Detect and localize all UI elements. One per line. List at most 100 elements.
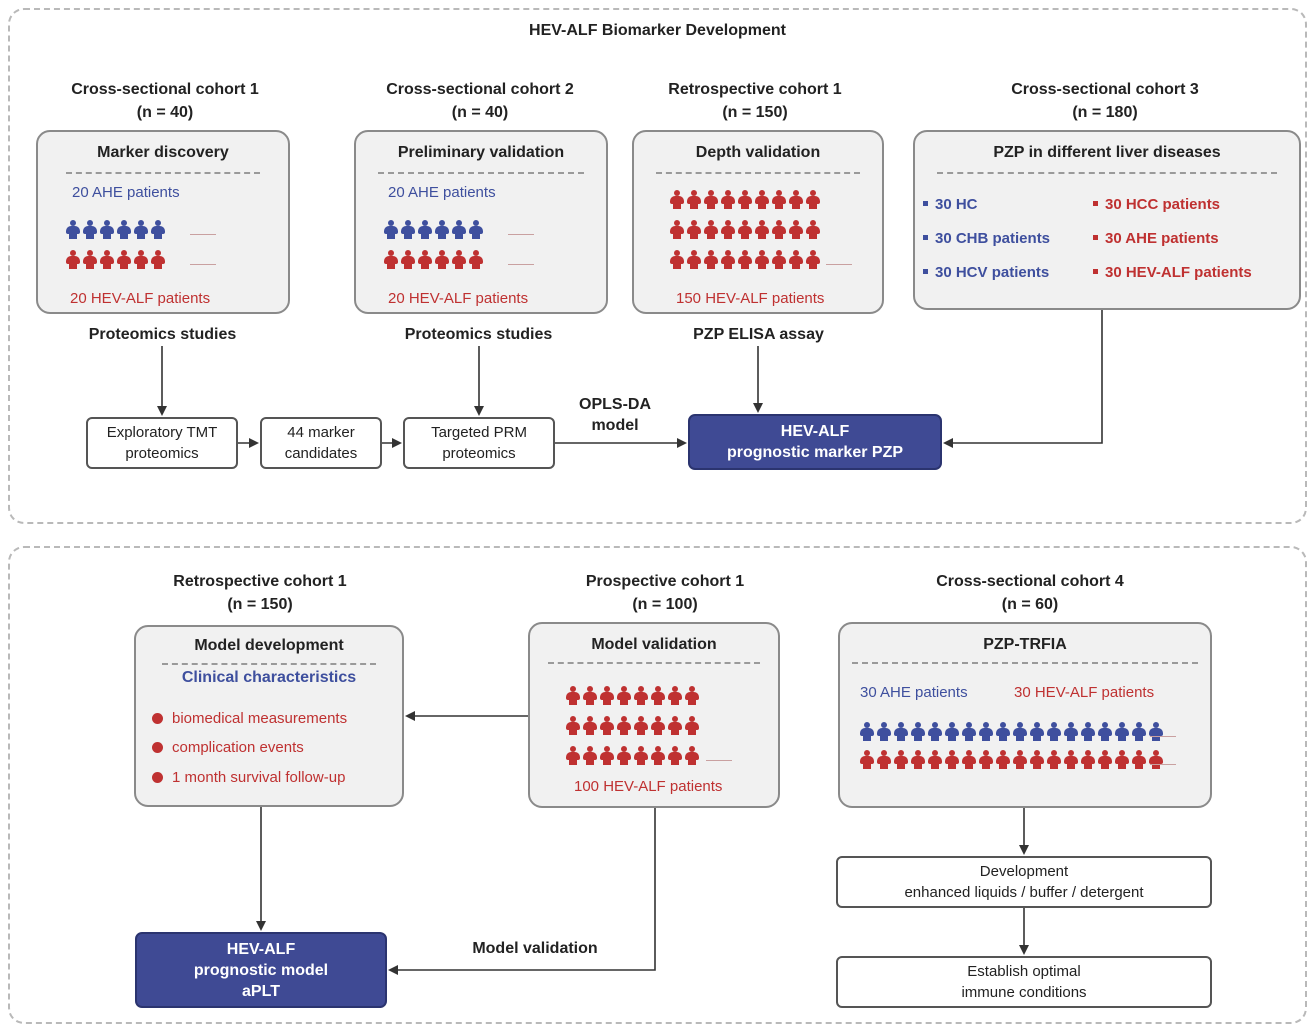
group-chb: 30 CHB patients [923, 230, 1050, 247]
person-icon [670, 250, 684, 269]
person-icon [600, 686, 614, 705]
person-icon [1064, 750, 1078, 769]
cohort-heading-rc1: Retrospective cohort 1 (n = 150) [610, 78, 900, 124]
elisa-assay-label: PZP ELISA assay [693, 326, 824, 343]
card-title: Model validation [591, 636, 717, 653]
person-icon [1098, 750, 1112, 769]
marker-discovery-card: Marker discovery 20 AHE patients 20 HEV-… [36, 130, 290, 314]
person-icon [634, 716, 648, 735]
proteomics-studies-label-2: Proteomics studies [404, 326, 553, 343]
person-icon [117, 220, 131, 239]
group-tick [826, 264, 852, 265]
group-label: 30 HEV-ALF patients [1105, 264, 1252, 281]
box-text: Targeted PRM proteomics [431, 424, 527, 462]
person-icon [617, 746, 631, 765]
hev-alf-patients-label: 20 HEV-ALF patients [70, 290, 211, 307]
person-icon [566, 716, 580, 735]
person-icon [100, 220, 114, 239]
box-text: 44 marker candidates [284, 424, 358, 462]
person-icon [134, 220, 148, 239]
card-title: PZP-TRFIA [983, 636, 1067, 653]
person-icon [452, 220, 466, 239]
person-icon [1098, 722, 1112, 741]
person-icon [789, 190, 803, 209]
person-icon [670, 190, 684, 209]
hev-alf-patients-label: 30 HEV-ALF patients [1014, 684, 1155, 701]
person-icon [979, 750, 993, 769]
card-title: Depth validation [695, 144, 821, 161]
person-icon [651, 686, 665, 705]
cohort-size: (n = 40) [136, 104, 194, 121]
ahe-patient-icons [384, 220, 486, 239]
box-text: enhanced liquids / buffer / detergent [904, 884, 1144, 901]
card-title: Preliminary validation [397, 144, 565, 161]
hev-alf-patient-icons [384, 250, 486, 269]
hev-alf-patients-label: 100 HEV-ALF patients [574, 778, 723, 795]
person-icon [151, 220, 165, 239]
person-icon [738, 250, 752, 269]
person-icon [134, 250, 148, 269]
arrow-cohort3-to-pzp [943, 310, 1103, 448]
box-text: Development [979, 863, 1069, 880]
card-title: PZP in different liver diseases [993, 144, 1221, 161]
person-icon [634, 686, 648, 705]
person-icon [979, 722, 993, 741]
person-icon [66, 250, 80, 269]
person-icon [928, 722, 942, 741]
cohort-heading-cs3: Cross-sectional cohort 3 (n = 180) [955, 78, 1255, 124]
cohort-heading-pc1: Prospective cohort 1 (n = 100) [530, 570, 800, 616]
pzp-trfia-card: PZP-TRFIA 30 AHE patients 30 HEV-ALF pat… [838, 622, 1212, 808]
person-icon [1115, 722, 1129, 741]
cohort-name: Cross-sectional cohort 1 [71, 81, 259, 98]
person-icon [1047, 722, 1061, 741]
hev-alf-patient-icons [670, 220, 823, 239]
person-icon [962, 750, 976, 769]
box-text: immune conditions [961, 984, 1087, 1001]
cohort-heading-rc1-bottom: Retrospective cohort 1 (n = 150) [120, 570, 400, 616]
group-label: 30 HC [935, 196, 978, 213]
person-icon [566, 686, 580, 705]
card-divider [656, 172, 860, 174]
person-icon [469, 220, 483, 239]
cohort-size: (n = 100) [632, 596, 698, 613]
survival-follow-up-item: 1 month survival follow-up [152, 769, 345, 786]
person-icon [806, 190, 820, 209]
person-icon [1149, 722, 1163, 741]
person-icon [1064, 722, 1078, 741]
person-icon [755, 220, 769, 239]
group-label: 30 HCC patients [1105, 196, 1221, 213]
person-icon [806, 250, 820, 269]
group-hcc: 30 HCC patients [1093, 196, 1220, 213]
person-icon [1132, 722, 1146, 741]
person-icon [704, 250, 718, 269]
hev-alf-patient-icons [566, 746, 702, 765]
person-icon [860, 750, 874, 769]
person-icon [583, 746, 597, 765]
card-divider [66, 172, 260, 174]
person-icon [738, 190, 752, 209]
establish-conditions-box: Establish optimal immune conditions [836, 956, 1212, 1008]
card-divider [162, 663, 376, 665]
person-icon [670, 220, 684, 239]
person-icon [738, 220, 752, 239]
person-icon [1149, 750, 1163, 769]
prognostic-marker-pzp-box: HEV-ALF prognostic marker PZP [688, 414, 942, 470]
box-text: Exploratory TMT proteomics [106, 424, 218, 462]
person-icon [877, 750, 891, 769]
hev-alf-patient-icons [566, 686, 702, 705]
group-label: 30 CHB patients [935, 230, 1051, 247]
hev-alf-patients-label: 150 HEV-ALF patients [676, 290, 825, 307]
person-icon [83, 220, 97, 239]
cohort-size: (n = 180) [1072, 104, 1138, 121]
cohort-heading-cs1: Cross-sectional cohort 1 (n = 40) [20, 78, 310, 124]
card-divider [378, 172, 584, 174]
ahe-patient-icons [66, 220, 168, 239]
person-icon [668, 686, 682, 705]
person-icon [772, 250, 786, 269]
cohort-name: Cross-sectional cohort 4 [936, 573, 1124, 590]
person-icon [996, 722, 1010, 741]
person-icon [721, 220, 735, 239]
person-icon [1081, 722, 1095, 741]
preliminary-validation-card: Preliminary validation 20 AHE patients 2… [354, 130, 608, 314]
person-icon [721, 190, 735, 209]
